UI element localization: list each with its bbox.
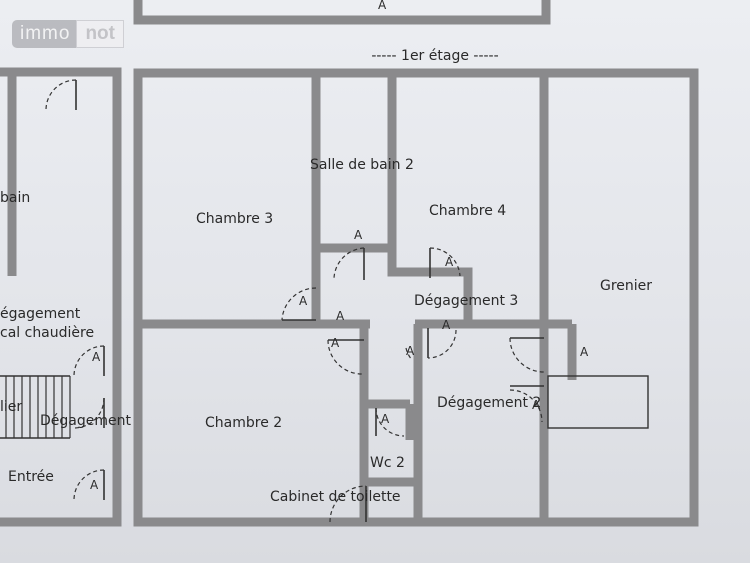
door-swing	[73, 397, 105, 429]
room-label-stairs: lier	[0, 399, 23, 415]
room-label-wc2: Wc 2	[370, 455, 405, 471]
door-marker: A	[445, 255, 454, 269]
door-swing	[427, 329, 457, 359]
door-marker: A	[299, 294, 308, 308]
room-label-salle-de-bain-left: bain	[0, 190, 31, 206]
door-marker: A	[354, 228, 363, 242]
door-marker: A	[532, 398, 541, 412]
room-label-degagement-left: égagement	[0, 306, 81, 322]
door-swing	[405, 347, 413, 361]
door-swing	[509, 337, 545, 373]
wall-left-building	[0, 67, 122, 527]
watermark-part1: immo	[12, 20, 77, 48]
door-marker: A	[331, 336, 340, 350]
door-marker: A	[442, 318, 451, 332]
door-swing	[375, 407, 405, 437]
floor-title: ----- 1er étage -----	[371, 48, 499, 64]
page-edge	[132, 0, 552, 16]
stair-steps	[5, 376, 71, 438]
room-label-degagement2: Dégagement 2	[437, 395, 542, 411]
room-label-local-chaudiere: cal chaudière	[0, 325, 95, 341]
room-label-grenier: Grenier	[600, 278, 653, 294]
room-label-entree: Entrée	[8, 469, 54, 485]
door-marker: A	[92, 350, 101, 364]
door-marker: A	[381, 412, 390, 426]
room-label-chambre2: Chambre 2	[205, 415, 283, 431]
door-swing	[329, 485, 367, 523]
room-label-degagement-small: Dégagement	[40, 413, 131, 429]
watermark-part2: not	[76, 20, 124, 48]
door-swing	[281, 287, 317, 321]
door-swing	[73, 345, 105, 377]
immonot-watermark: immo not	[12, 20, 158, 48]
door-swing	[429, 247, 461, 277]
door-swing	[45, 79, 77, 111]
grenier-inner-rect	[547, 375, 649, 429]
room-label-chambre3: Chambre 3	[196, 211, 274, 227]
door-marker: A	[580, 345, 589, 359]
wall-top-room	[133, 0, 551, 25]
door-swing	[333, 247, 365, 279]
door-marker: A	[336, 309, 345, 323]
room-label-salle-de-bain2: Salle de bain 2	[310, 157, 414, 173]
door-marker: A	[90, 478, 99, 492]
room-label-degagement3: Dégagement 3	[414, 293, 519, 309]
door-marker: A	[406, 344, 415, 358]
room-label-cabinet-toilette: Cabinet de toilette	[270, 489, 401, 505]
door-swing	[73, 469, 105, 501]
door-marker: A	[378, 0, 387, 12]
door-swing	[509, 389, 543, 423]
room-label-chambre4: Chambre 4	[429, 203, 507, 219]
